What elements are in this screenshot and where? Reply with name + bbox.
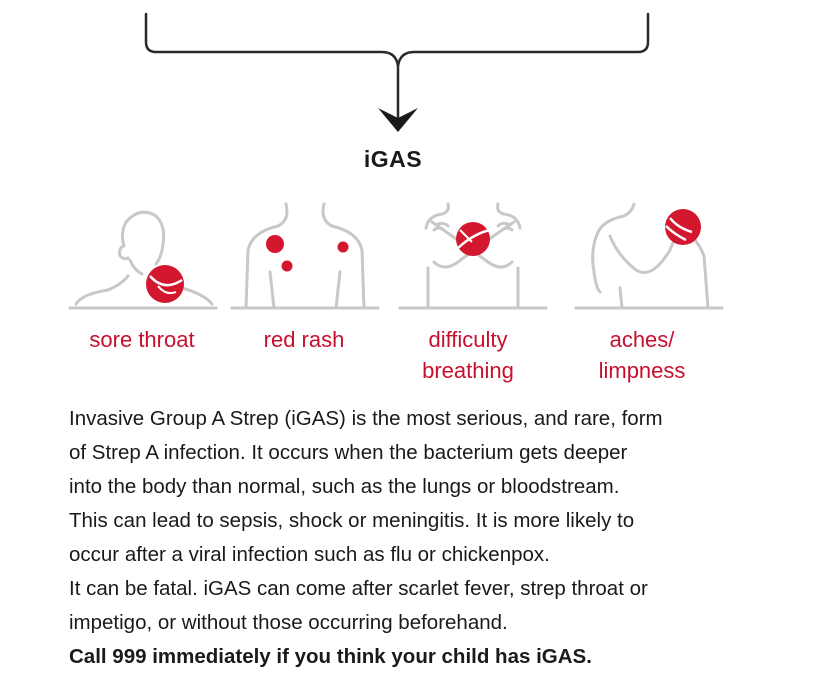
throat-icon bbox=[68, 210, 218, 310]
aches-limpness-figure bbox=[574, 200, 724, 315]
symptom-label-line: limpness bbox=[598, 358, 686, 383]
bracket-arrow-icon bbox=[144, 12, 650, 132]
description-line: impetigo, or without those occurring bef… bbox=[69, 611, 508, 634]
description-line: It can be fatal. iGAS can come after sca… bbox=[69, 577, 648, 600]
description-line: occur after a viral infection such as fl… bbox=[69, 543, 550, 566]
symptom-label-line: sore throat bbox=[89, 327, 195, 352]
red-rash-figure bbox=[230, 200, 380, 315]
symptom-label-red-rash: red rash bbox=[219, 324, 389, 355]
symptom-label-line: red rash bbox=[263, 327, 345, 352]
description-paragraph-1: Invasive Group A Strep (iGAS) is the mos… bbox=[69, 402, 789, 572]
symptom-label-line: breathing bbox=[422, 358, 514, 383]
igas-description: Invasive Group A Strep (iGAS) is the mos… bbox=[69, 402, 789, 674]
description-paragraph-2: It can be fatal. iGAS can come after sca… bbox=[69, 572, 789, 640]
description-line: Invasive Group A Strep (iGAS) is the mos… bbox=[69, 407, 663, 430]
difficulty-breathing-figure bbox=[398, 200, 548, 315]
symptom-label-line: aches/ bbox=[609, 327, 675, 352]
shoulder-icon bbox=[574, 202, 724, 310]
call-to-action: Call 999 immediately if you think your c… bbox=[69, 645, 592, 668]
symptom-label-aches-limpness: aches/ limpness bbox=[557, 324, 727, 386]
symptom-label-sore-throat: sore throat bbox=[57, 324, 227, 355]
symptom-label-line: difficulty bbox=[428, 327, 508, 352]
description-line: into the body than normal, such as the l… bbox=[69, 475, 620, 498]
chest-icon bbox=[398, 202, 548, 310]
igas-heading: iGAS bbox=[363, 146, 423, 172]
description-line: of Strep A infection. It occurs when the… bbox=[69, 441, 628, 464]
description-line: This can lead to sepsis, shock or mening… bbox=[69, 509, 635, 532]
sore-throat-figure bbox=[68, 200, 218, 315]
rash-icon bbox=[230, 202, 380, 310]
symptom-label-difficulty-breathing: difficulty breathing bbox=[383, 324, 553, 386]
